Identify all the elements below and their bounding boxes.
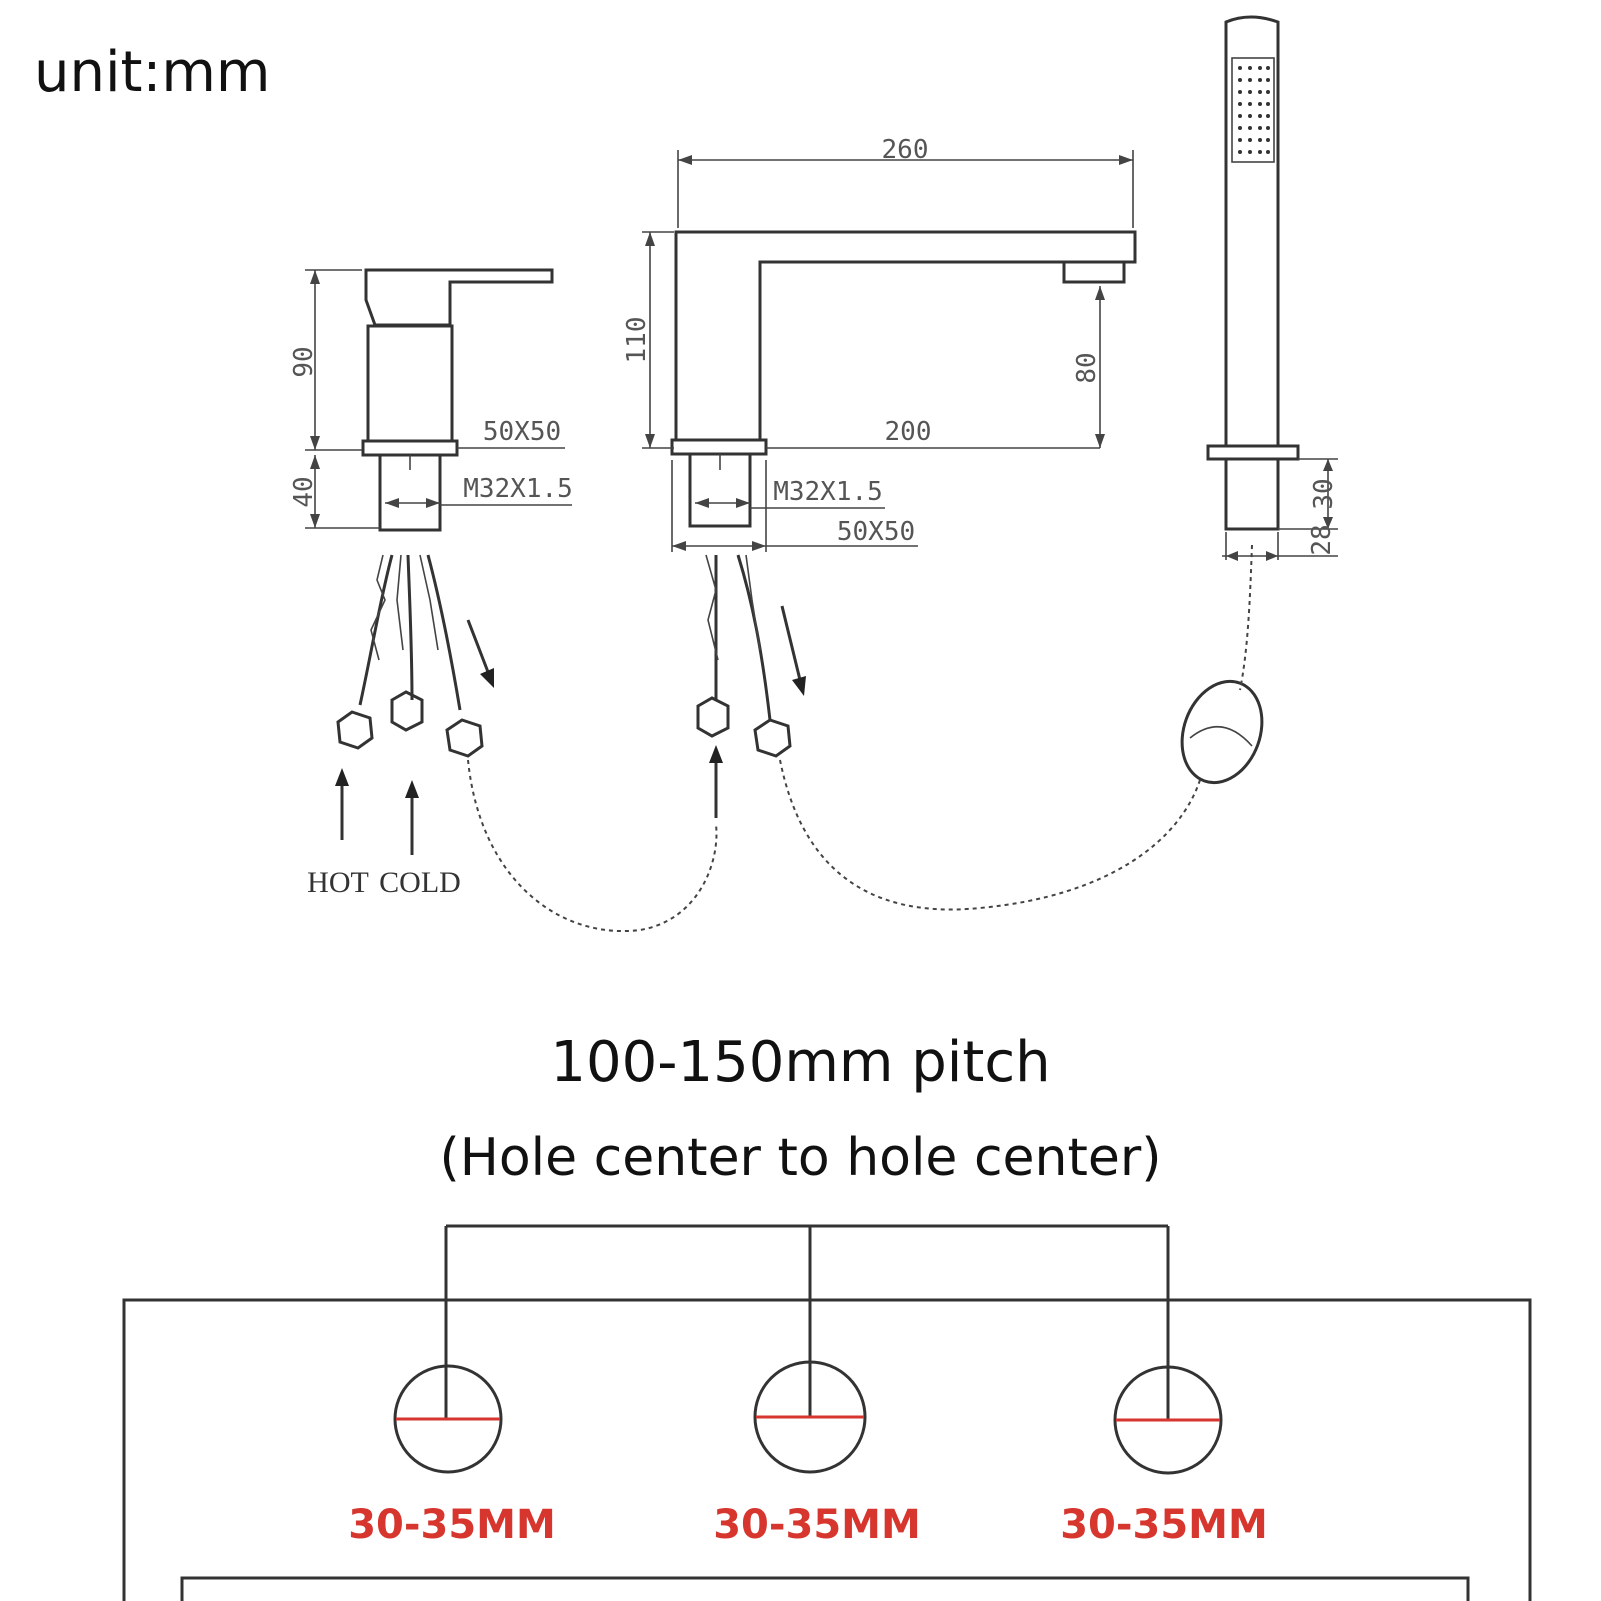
mixer-hose-hot <box>358 554 394 706</box>
handshower-diameter-dim: 28 <box>1307 524 1337 555</box>
pitch-subtitle: (Hole center to hole center) <box>439 1128 1162 1188</box>
hole-1 <box>393 1364 503 1474</box>
mixer-nut-hot <box>336 710 374 750</box>
mixer-hose-out <box>426 554 462 711</box>
hot-label: HOT <box>307 866 369 899</box>
handshower-nozzles <box>1231 57 1275 163</box>
hole-2 <box>753 1360 867 1474</box>
mixer-flange-dim: 50X50 <box>483 417 561 447</box>
spout-hose-out <box>736 554 772 721</box>
connection-hose-2 <box>779 759 1201 911</box>
spout-flange-dim: 50X50 <box>837 517 915 547</box>
hose-weight <box>1180 679 1264 785</box>
hole-3 <box>1113 1365 1223 1475</box>
mixer-thread-dim: M32X1.5 <box>463 474 573 504</box>
spout-length-dim: 260 <box>882 135 929 165</box>
hole-1-size: 30-35MM <box>348 1502 556 1548</box>
handshower-base-height-dim: 30 <box>1309 478 1339 509</box>
countertop-outline <box>122 1298 1532 1601</box>
mixer-base-dim: 40 <box>289 476 319 507</box>
mixer-drawing: 90 40 50X50 M32X1.5 <box>289 268 573 899</box>
mixer-flange <box>361 439 459 457</box>
mixer-hose-cold <box>406 554 414 701</box>
handshower-holder <box>1224 457 1280 531</box>
handshower-drawing: 30 28 <box>1180 15 1339 785</box>
cold-label: COLD <box>379 866 461 899</box>
nozzle-grid <box>1238 66 1270 154</box>
hole-3-size: 30-35MM <box>1060 1502 1268 1548</box>
spout-height-dim: 110 <box>622 317 652 364</box>
spout-reach-dim: 200 <box>885 417 932 447</box>
mixer-height-dim: 90 <box>289 346 319 377</box>
mixer-lever <box>364 268 554 327</box>
countertop-inner-edge <box>180 1576 1470 1601</box>
spout-outlet-height-dim: 80 <box>1072 352 1102 383</box>
unit-label: unit:mm <box>34 40 271 105</box>
handshower-hose-up <box>1239 544 1253 691</box>
handshower-handle <box>1224 15 1280 448</box>
spout-flange <box>670 438 768 456</box>
spout-thread-dim: M32X1.5 <box>773 477 883 507</box>
mixer-nut-cold <box>390 690 424 732</box>
pitch-title: 100-150mm pitch <box>550 1030 1051 1095</box>
handshower-flange <box>1206 444 1300 461</box>
spout-drawing: 260 110 80 200 M32X1.5 50X50 <box>622 135 1137 818</box>
hole-plan: 30-35MM 30-35MM 30-35MM <box>122 1224 1532 1601</box>
mixer-body <box>366 324 454 443</box>
hole-2-size: 30-35MM <box>713 1502 921 1548</box>
mixer-nut-out <box>445 718 484 758</box>
spout-nut-in <box>696 696 730 738</box>
connection-hose-1 <box>467 759 718 933</box>
spout-outlet <box>1062 260 1126 284</box>
spout-nut-out <box>753 718 792 758</box>
